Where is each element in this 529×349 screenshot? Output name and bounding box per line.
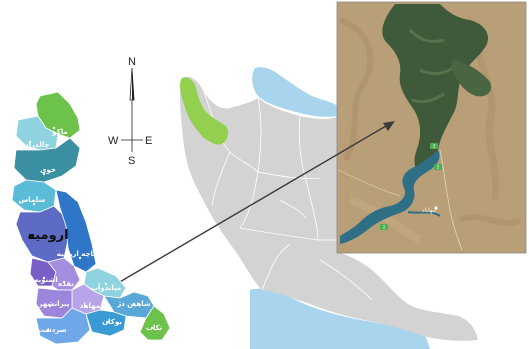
county-lake-urmia (55, 189, 97, 273)
county-sardasht (35, 307, 91, 345)
county-takab (139, 305, 171, 341)
capital-label: ارومیه (27, 228, 68, 243)
capital-marker (29, 234, 34, 239)
province-map (11, 91, 171, 345)
compass-east: E (145, 135, 152, 147)
county-label: میاندوآب (91, 283, 121, 292)
svg-text:2: 2 (437, 165, 440, 170)
county-label: نقده (58, 280, 74, 288)
county-label: سلماس (19, 196, 46, 204)
county-bukan (85, 309, 127, 337)
iran-map (180, 67, 478, 349)
svg-text:2: 2 (433, 144, 436, 149)
pointer-arrow (117, 121, 395, 284)
west-azerbaijan-highlight (180, 77, 229, 145)
county-labels: ماکو چالدران خوی سلماس ارومیه دریاچه ارو… (19, 128, 163, 334)
vegetation-area (382, 4, 489, 172)
county-label: ماکو (51, 128, 67, 136)
iran-province-borders (203, 91, 373, 301)
county-label: اشنویه (34, 276, 57, 284)
compass-west: W (108, 135, 119, 147)
road-badge: 2 (380, 224, 388, 230)
county-label: چالدران (23, 141, 50, 149)
compass-rose: N W E S (108, 56, 152, 167)
county-label: سردشت (37, 326, 66, 334)
compass-north: N (128, 56, 136, 68)
compass-south: S (128, 155, 135, 167)
svg-text:2: 2 (383, 225, 386, 230)
county-label: شاهین دژ (116, 300, 151, 308)
county-label: تکاب (146, 324, 163, 332)
caspian-sea (252, 67, 338, 117)
county-khoy (13, 137, 81, 183)
iran-land (180, 76, 478, 341)
satellite-inset: 2 2 2 مهاباد (336, 1, 527, 254)
persian-gulf (250, 288, 430, 349)
county-markers (28, 126, 154, 332)
county-label: بوکان (102, 318, 122, 326)
road-badge: 2 (430, 143, 438, 149)
county-label: دریاچه ارومیه (57, 250, 104, 258)
river (340, 150, 440, 244)
county-label: پیرانشهر (38, 300, 70, 308)
road-badge: 2 (434, 164, 442, 170)
county-label: مهاباد (80, 302, 100, 310)
county-label: خوی (40, 166, 56, 174)
satellite-place-label: مهاباد (422, 207, 436, 214)
city-marker (434, 206, 438, 210)
